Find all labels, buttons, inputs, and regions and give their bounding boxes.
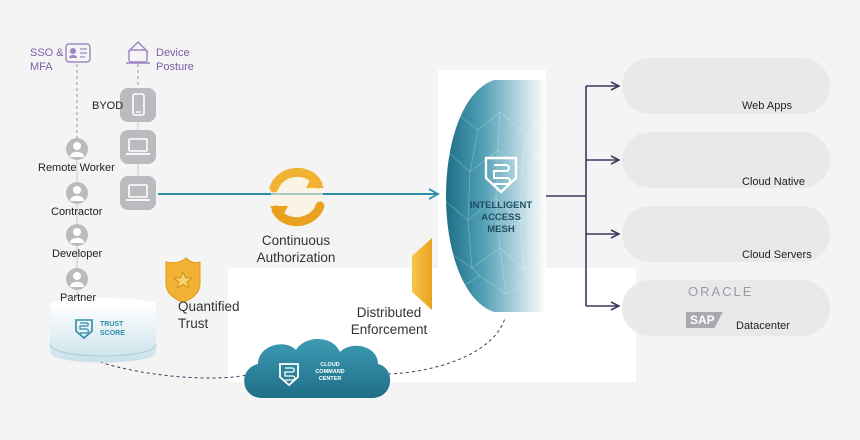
- intelligent-access-mesh-label: INTELLIGENT ACCESS MESH: [469, 200, 533, 235]
- fan-out-connector: [546, 86, 587, 306]
- device-posture-icon: [126, 41, 150, 64]
- user-label-developer: Developer: [52, 248, 103, 260]
- phone-device-box: [120, 88, 156, 122]
- cloud-servers-label: Cloud Servers: [742, 249, 812, 261]
- access-mesh-shape: [446, 80, 546, 312]
- person-icon: [66, 138, 88, 160]
- enforcement-wall-icon: [412, 238, 432, 310]
- destination-web-apps: [622, 58, 830, 114]
- laptop-device-box-1: [120, 130, 156, 164]
- trust-score-label: TRUST SCORE: [100, 321, 125, 337]
- sap-logo: SAP: [686, 312, 723, 328]
- byod-label: BYOD: [92, 100, 124, 112]
- cloud-command-center-label: CLOUD COMMAND CENTER: [315, 362, 345, 382]
- oracle-logo: ORACLE: [688, 284, 754, 299]
- destination-cloud-servers: [622, 206, 830, 262]
- mesh-brand-logo: [484, 156, 518, 194]
- person-icon: [66, 224, 88, 246]
- quantified-trust-label: Quantified Trust: [178, 299, 240, 331]
- device-posture-label: Device Posture: [156, 47, 194, 73]
- laptop-device-box-2: [120, 176, 156, 210]
- trust-score-cylinder: [49, 298, 157, 363]
- user-label-remote-worker: Remote Worker: [38, 162, 115, 174]
- laptop-icon: [126, 138, 150, 155]
- destination-datacenter: [622, 280, 830, 336]
- datacenter-label: Datacenter: [736, 320, 790, 332]
- sync-arrows-icon: [269, 167, 325, 227]
- web-apps-label: Web Apps: [742, 100, 792, 112]
- user-label-partner: Partner: [60, 292, 97, 304]
- distributed-enforcement-label: Distributed Enforcement: [350, 305, 428, 337]
- phone-icon: [132, 93, 145, 116]
- person-icon: [66, 268, 88, 290]
- cloud-to-mesh-dashed-curve: [387, 317, 506, 375]
- continuous-authorization-label: Continuous Authorization: [256, 233, 336, 265]
- star-badge-icon: [165, 257, 201, 303]
- user-label-contractor: Contractor: [51, 206, 103, 218]
- mesh-network-lines: [443, 109, 545, 295]
- destination-cloud-native: [622, 132, 830, 188]
- cloud-command-center: [244, 339, 391, 398]
- sso-mfa-label: SSO & MFA: [30, 47, 64, 73]
- trust-to-cloud-dashed-curve: [99, 361, 253, 379]
- laptop-icon: [126, 184, 150, 201]
- cloud-native-label: Cloud Native: [742, 176, 805, 188]
- id-card-icon: [65, 43, 91, 63]
- person-icon: [66, 182, 88, 204]
